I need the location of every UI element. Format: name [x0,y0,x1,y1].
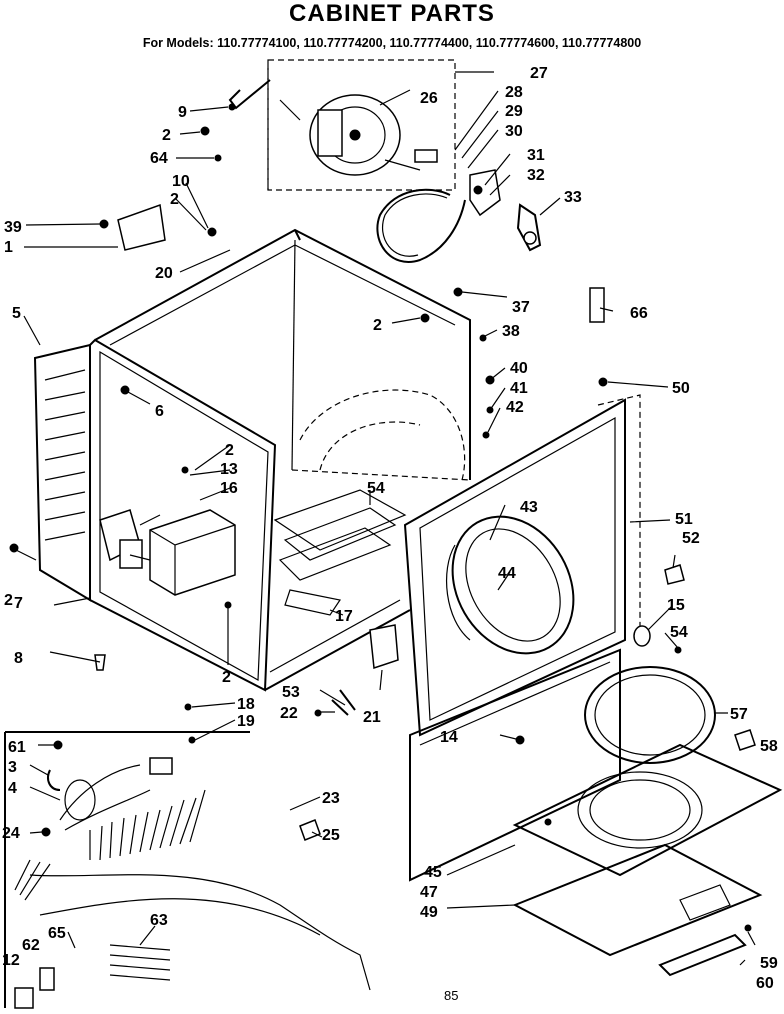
callout-44: 44 [498,565,516,582]
front-panel [403,394,641,737]
callout-39: 39 [4,219,22,236]
callout-57: 57 [730,706,748,723]
callout-2-c: 2 [373,317,382,334]
callout-33: 33 [564,189,582,206]
door [512,743,783,877]
cabinet-body [89,228,471,692]
callout-29: 29 [505,103,523,120]
callout-54-b: 54 [670,624,688,641]
leader-lines [15,71,756,966]
callout-28: 28 [505,84,523,101]
callout-20: 20 [155,265,173,282]
callout-42: 42 [506,399,524,416]
callout-37: 37 [512,299,530,316]
callout-62: 62 [22,937,40,954]
door-seal-ring [584,666,716,764]
callout-2-f: 2 [222,669,231,686]
callout-16: 16 [220,480,238,497]
callout-26: 26 [420,90,438,107]
callout-1: 1 [4,239,13,256]
callout-9: 9 [178,104,187,121]
terminal-block [99,509,236,596]
callout-12: 12 [2,952,20,969]
callout-43: 43 [520,499,538,516]
callout-51: 51 [675,511,693,528]
callout-6: 6 [155,403,164,420]
motor-assembly [228,59,456,191]
callout-53: 53 [282,684,300,701]
callout-27: 27 [530,65,548,82]
callout-21: 21 [363,709,381,726]
callout-5: 5 [12,305,21,322]
toe-panel [409,648,621,882]
drive-belt [376,188,466,263]
callout-52: 52 [682,530,700,547]
callout-10: 10 [172,173,190,190]
page-number: 85 [444,988,458,1003]
callout-3: 3 [8,759,17,776]
callout-63: 63 [150,912,168,929]
callout-65: 65 [48,925,66,942]
callout-41: 41 [510,380,528,397]
callout-59: 59 [760,955,778,972]
callout-66: 66 [630,305,648,322]
idler-parts [469,169,605,323]
callout-14: 14 [440,729,458,746]
callout-50: 50 [672,380,690,397]
callout-2-d: 2 [225,442,234,459]
models-line: For Models: 110.77774100, 110.77774200, … [142,36,642,50]
callout-4: 4 [8,780,17,797]
callout-45: 45 [424,864,442,881]
callout-58: 58 [760,738,778,755]
callout-61: 61 [8,739,26,756]
side-panel [33,343,91,602]
callout-54-a: 54 [367,480,385,497]
callout-60: 60 [756,975,774,992]
door-outer-panel [512,843,763,957]
callout-13: 13 [220,461,238,478]
callout-30: 30 [505,123,523,140]
callout-7: 7 [14,595,23,612]
page-title: CABINET PARTS [289,0,495,27]
callouts: 27 26 28 29 30 31 32 33 9 2 64 10 2 39 1… [2,65,778,1003]
callout-8: 8 [14,650,23,667]
callout-2-e: 2 [4,592,13,609]
callout-40: 40 [510,360,528,377]
callout-38: 38 [502,323,520,340]
callout-15: 15 [667,597,685,614]
door-handle [658,933,747,977]
callout-2-a: 2 [162,127,171,144]
callout-25: 25 [322,827,340,844]
callout-32: 32 [527,167,545,184]
callout-2-b: 2 [170,191,179,208]
callout-49: 49 [420,904,438,921]
callout-22: 22 [280,705,298,722]
callout-31: 31 [527,147,545,164]
wiring-harness [4,731,371,1009]
callout-64: 64 [150,150,168,167]
callout-18: 18 [237,696,255,713]
callout-19: 19 [237,713,255,730]
callout-17: 17 [335,608,353,625]
callout-24: 24 [2,825,20,842]
hardware [9,103,756,932]
callout-47: 47 [420,884,438,901]
callout-23: 23 [322,790,340,807]
